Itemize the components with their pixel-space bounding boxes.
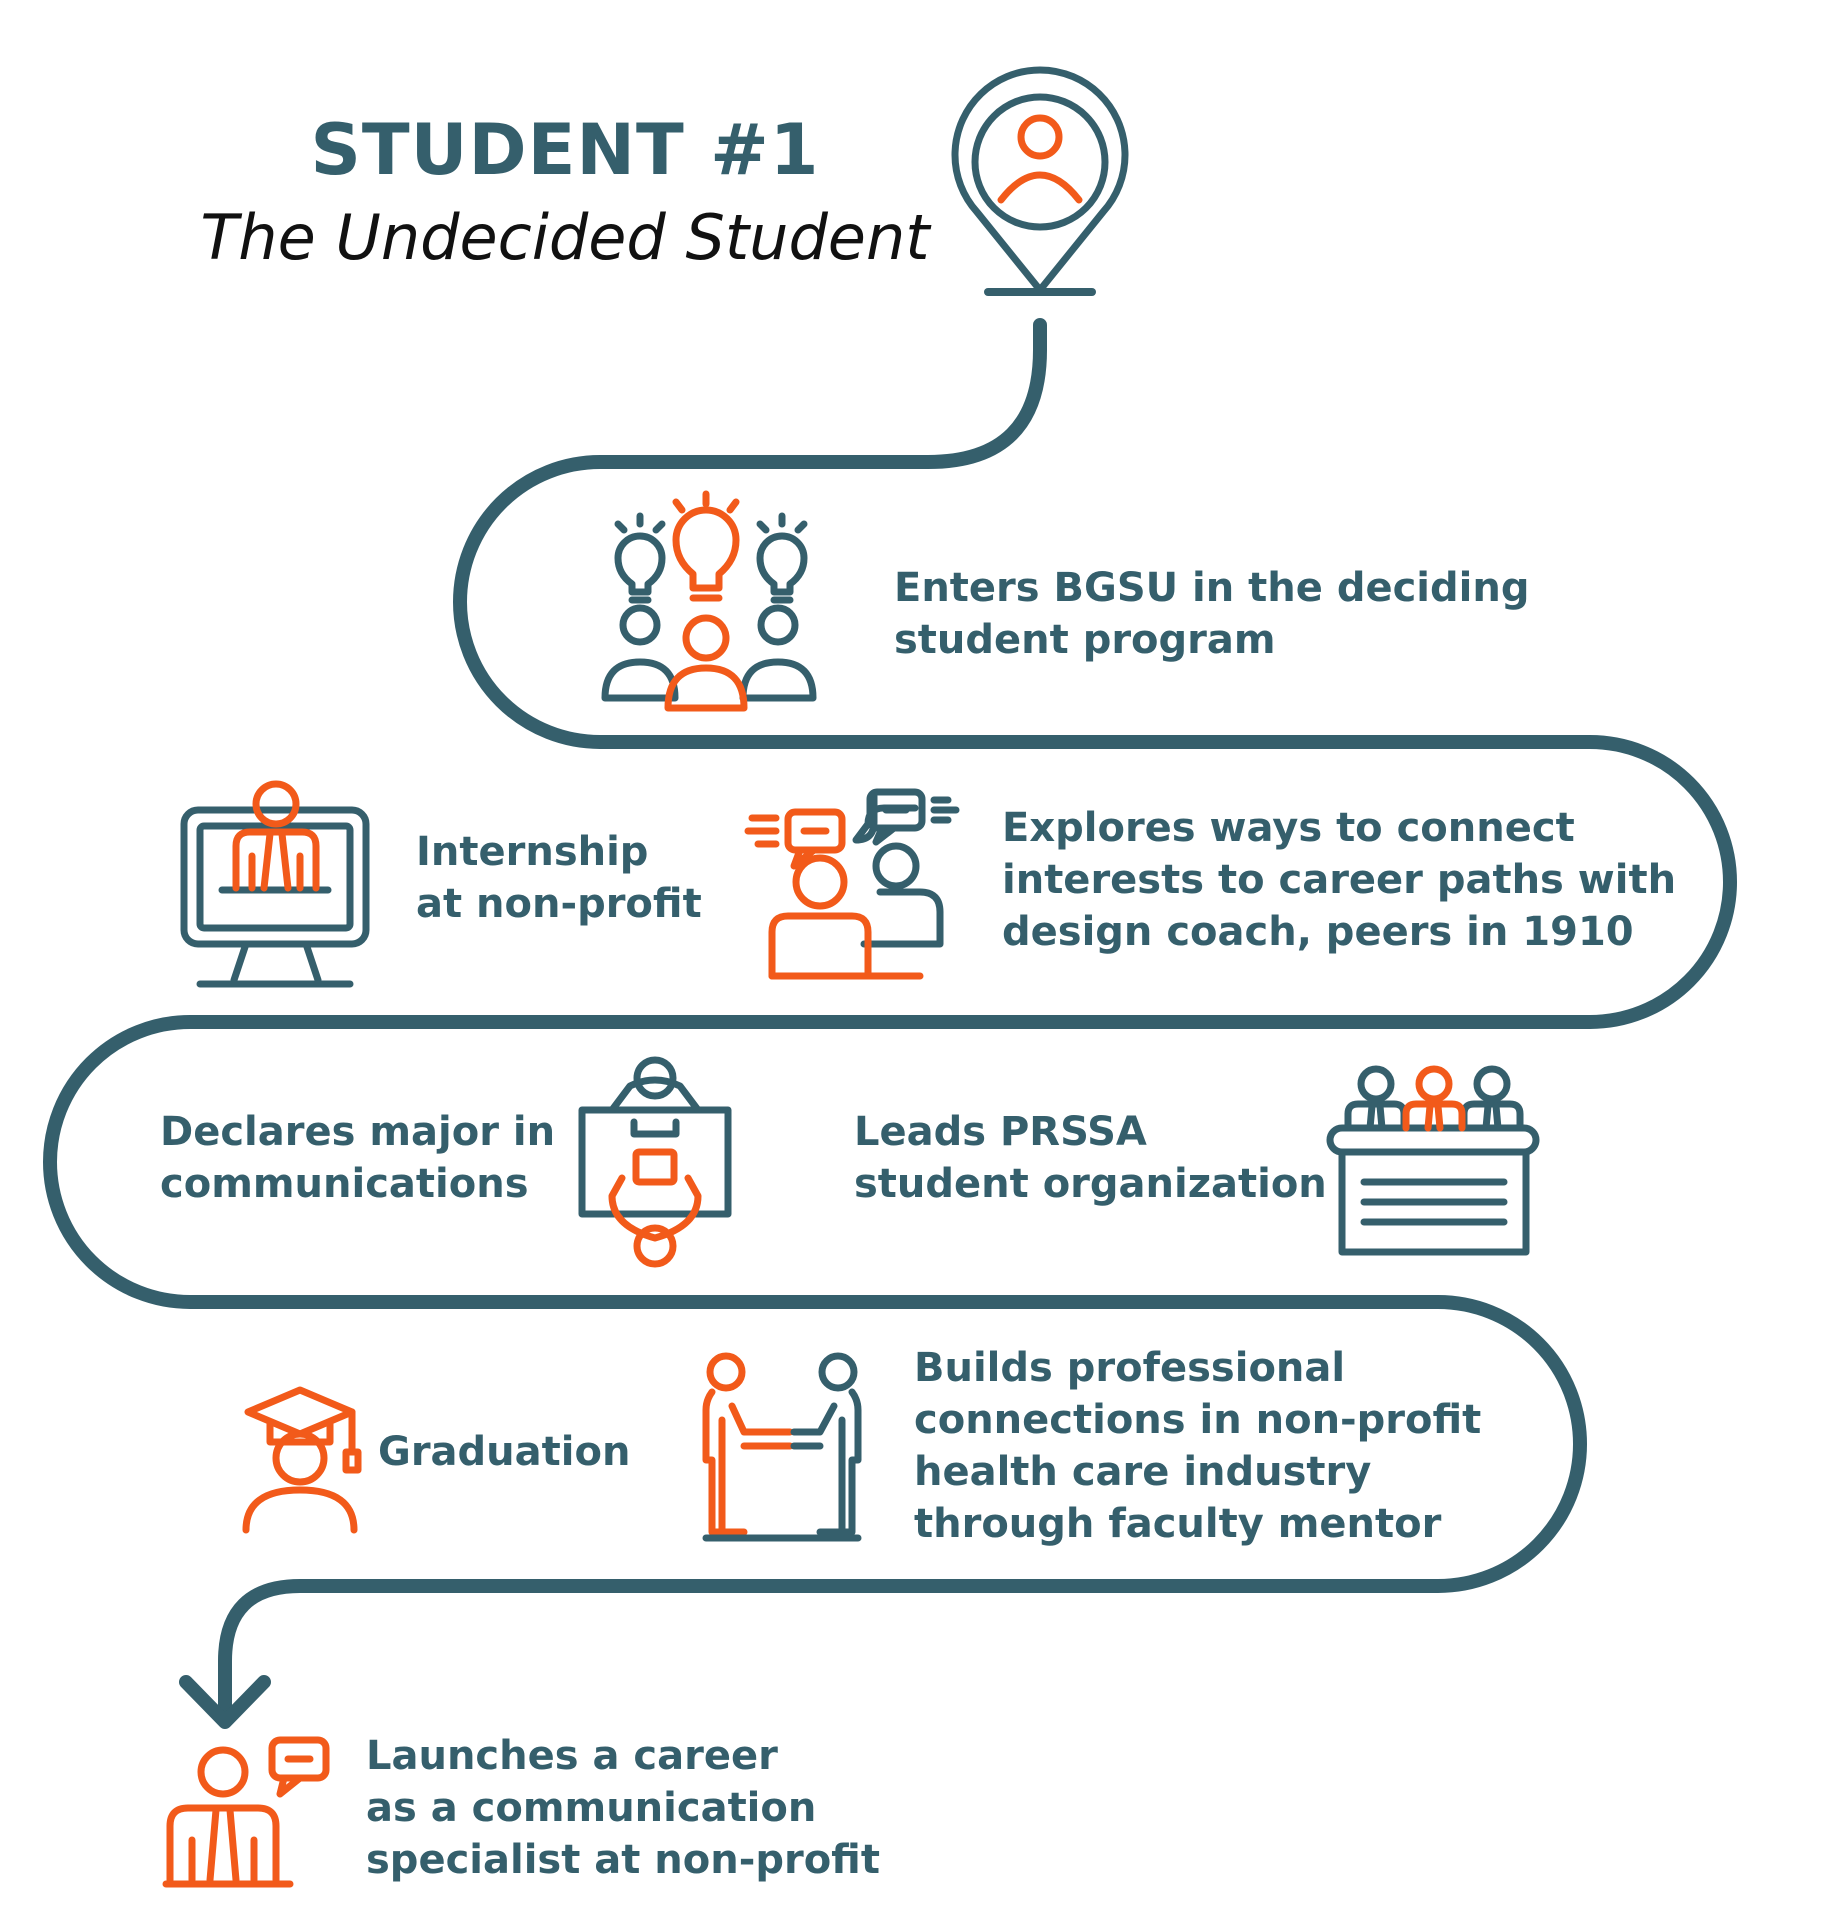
step-label-line: health care industry [914,1449,1372,1495]
step-label-line: connections in non-profit [914,1397,1482,1443]
step-label-line: communications [160,1161,529,1207]
step-label-line: Graduation [378,1429,631,1475]
step-label-line: through faculty mentor [914,1501,1442,1547]
speaking-professional-icon [162,1736,330,1888]
step-label-line: specialist at non-profit [366,1837,880,1883]
step-label-line: at non-profit [416,881,702,927]
title-block: STUDENT #1 The Undecided Student [175,110,955,280]
step-label-builds-connections: Builds professional connections in non-p… [914,1342,1481,1550]
step-label-line: Leads PRSSA [854,1109,1147,1155]
journey-path [43,318,1737,1727]
step-label-line: Launches a career [366,1733,778,1779]
step-label-line: interests to career paths with [1002,857,1677,903]
graduate-icon [242,1386,362,1534]
location-pin-person-icon [951,66,1129,296]
step-label-explores: Explores ways to connect interests to ca… [1002,802,1676,958]
page-title: STUDENT #1 [310,109,820,191]
step-label-line: as a communication [366,1785,817,1831]
step-label-declares-major: Declares major in communications [160,1106,555,1210]
step-label-leads-prssa: Leads PRSSA student organization [854,1106,1327,1210]
step-label-line: student program [894,617,1276,663]
handshake-icon [702,1352,862,1542]
step-label-line: Declares major in [160,1109,556,1155]
step-label-launches-career: Launches a career as a communication spe… [366,1730,880,1886]
panel-podium-icon [1326,1065,1540,1256]
step-label-internship: Internship at non-profit [416,826,702,930]
step-label-line: student organization [854,1161,1327,1207]
step-label-enters-bgsu: Enters BGSU in the deciding student prog… [894,562,1529,666]
step-label-line: design coach, peers in 1910 [1002,909,1634,955]
arrowhead-icon [179,1675,271,1729]
page-subtitle: The Undecided Student [200,201,930,274]
step-label-line: Explores ways to connect [1002,805,1575,851]
step-label-graduation: Graduation [378,1426,630,1478]
meeting-table-icon [578,1056,732,1268]
idea-group-icon [601,490,817,712]
step-label-line: Enters BGSU in the deciding [894,565,1530,611]
conversation-icon [744,788,960,980]
step-label-line: Builds professional [914,1345,1346,1391]
computer-presenter-icon [180,780,370,988]
step-label-line: Internship [416,829,649,875]
